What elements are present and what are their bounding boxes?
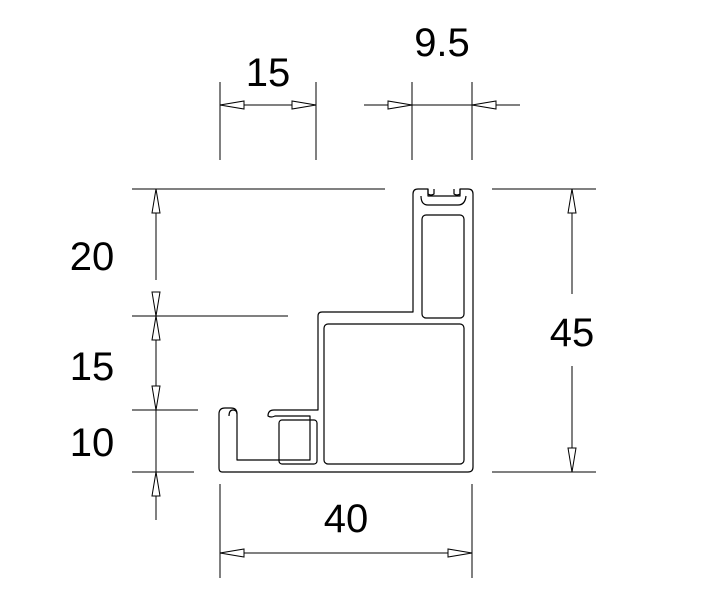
dim-label-20: 20 <box>70 235 115 279</box>
dim-label-40: 40 <box>324 497 369 541</box>
arrow-15-left-bottom <box>151 385 161 411</box>
profile-top-slot <box>420 189 467 206</box>
arrow-15-right <box>291 100 317 110</box>
arrow-15-left-top <box>151 315 161 341</box>
profile-outer-contour <box>218 188 474 473</box>
dim-label-15-top: 15 <box>246 51 291 95</box>
arrow-40-left <box>219 548 245 558</box>
arrow-15-left <box>219 100 245 110</box>
upper-cavity <box>421 214 465 319</box>
large-cavity <box>323 323 465 465</box>
arrow-20-top <box>151 188 161 214</box>
dim-label-15-left: 15 <box>70 345 115 389</box>
extension-lines <box>132 82 596 578</box>
arrow-20-bottom <box>151 291 161 317</box>
arrow-10-bottom <box>151 471 161 497</box>
dim-label-9-5: 9.5 <box>414 21 470 65</box>
profile-left-lip <box>228 409 238 417</box>
dimension-labels: 15 9.5 20 15 10 45 40 <box>70 21 595 541</box>
arrow-45-bottom <box>567 447 577 473</box>
dim-label-45: 45 <box>550 311 595 355</box>
arrow-9-5-right <box>471 100 497 110</box>
arrow-45-top <box>567 188 577 214</box>
arrow-40-right <box>447 548 473 558</box>
arrowheads <box>151 100 577 558</box>
aluminium-profile <box>218 188 474 473</box>
dim-label-10: 10 <box>70 421 115 465</box>
dimension-lines <box>155 104 573 554</box>
small-cavity <box>278 419 318 465</box>
arrow-9-5-left <box>387 100 413 110</box>
